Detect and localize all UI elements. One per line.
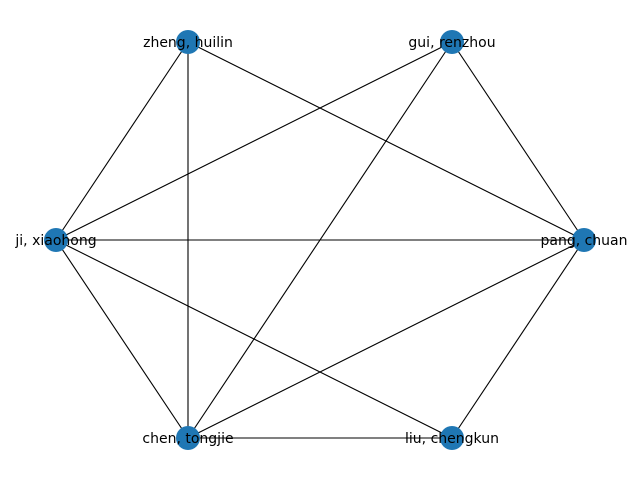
edge-zheng-ji — [55, 41, 189, 241]
nodes-layer — [44, 30, 596, 450]
node-zheng — [176, 30, 200, 54]
node-label-zheng: zheng, huilin — [143, 35, 233, 51]
labels-layer: zheng, huilin gui, renzhou ji, xiaohong pan… — [14, 35, 627, 447]
edge-pang-liu — [451, 239, 585, 439]
node-label-ji: ji, xiaohong — [14, 233, 96, 249]
node-label-chen: chen, tongjie — [142, 431, 233, 447]
node-gui — [440, 30, 464, 54]
node-label-pang: pang, chuan — [540, 233, 627, 249]
edge-ji-chen — [55, 239, 189, 439]
node-pang — [572, 228, 596, 252]
edge-ji-liu — [55, 239, 453, 439]
edges-layer — [55, 41, 585, 439]
node-label-gui: gui, renzhou — [408, 35, 495, 51]
edge-chen-pang — [187, 239, 585, 439]
node-chen — [176, 426, 200, 450]
node-liu — [440, 426, 464, 450]
node-ji — [44, 228, 68, 252]
node-label-liu: liu, chengkun — [405, 431, 499, 447]
edge-gui-ji — [55, 41, 453, 241]
edge-gui-pang — [451, 41, 585, 241]
